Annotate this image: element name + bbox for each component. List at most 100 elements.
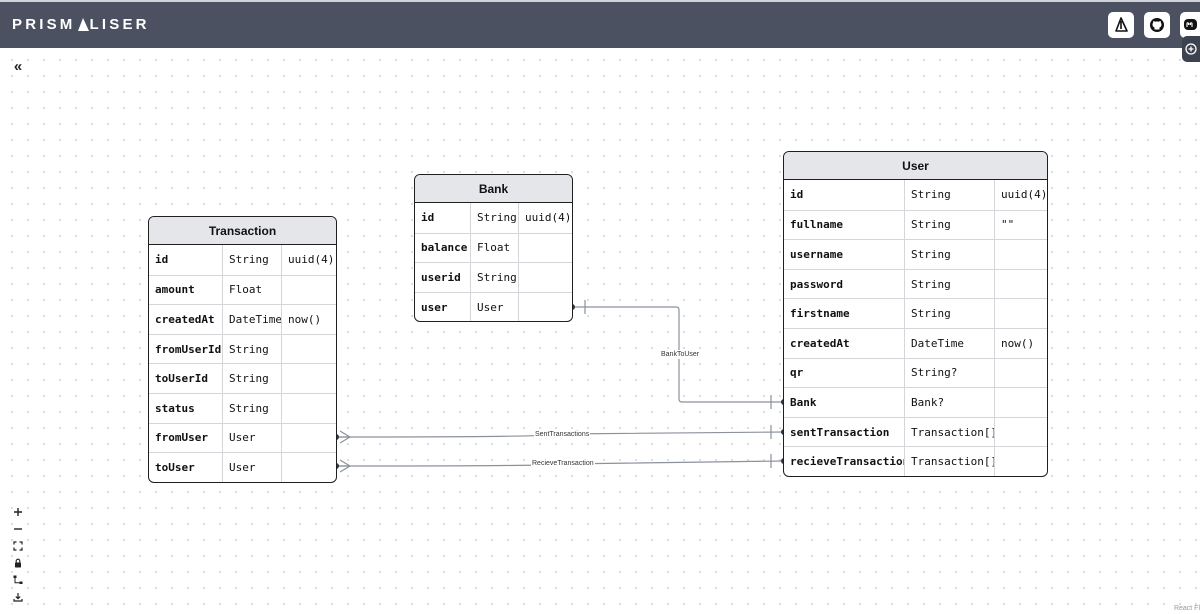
field-type: User [222, 423, 281, 453]
zoom-in-button[interactable] [9, 503, 27, 520]
field-default [281, 453, 336, 482]
field-default [994, 299, 1047, 328]
download-button[interactable] [9, 588, 27, 605]
mastodon-icon[interactable] [1180, 12, 1200, 38]
table-row[interactable]: user User [415, 291, 572, 322]
table-row[interactable]: amount Float [149, 274, 336, 305]
field-name: user [421, 300, 448, 314]
field-type: User [222, 453, 281, 482]
field-type: String [222, 334, 281, 364]
field-type: String? [904, 358, 994, 388]
field-default [281, 364, 336, 393]
field-name: balance [421, 241, 468, 255]
minus-icon [14, 527, 22, 530]
field-type: String [222, 364, 281, 393]
field-type: String [904, 299, 994, 328]
table-title: Bank [415, 175, 572, 203]
add-panel-button[interactable] [1182, 36, 1200, 62]
auto-layout-button[interactable] [9, 571, 27, 588]
field-type: Bank? [904, 388, 994, 417]
field-type: String [222, 393, 281, 423]
field-type: String [470, 203, 518, 233]
field-default [994, 358, 1047, 388]
react-flow-attribution[interactable]: React Fl [1173, 605, 1200, 612]
field-name: fullname [790, 218, 843, 232]
field-name: username [790, 247, 843, 261]
plus-circle-icon [1185, 43, 1197, 55]
field-name: sentTransaction [790, 425, 890, 439]
field-type: DateTime [222, 305, 281, 334]
edge-label-sent-transactions: SentTransactions [534, 430, 591, 439]
field-default [281, 393, 336, 423]
field-name: recieveTransaction [790, 455, 904, 469]
field-default: now() [281, 305, 336, 334]
field-type: String [222, 245, 281, 275]
github-icon[interactable] [1144, 12, 1170, 38]
field-type: Float [222, 275, 281, 305]
table-row[interactable]: toUser User [149, 452, 336, 482]
field-name: toUserId [155, 372, 208, 386]
app-logo[interactable]: PRISM LISER [12, 16, 150, 33]
fit-view-button[interactable] [9, 537, 27, 554]
field-default [994, 240, 1047, 269]
collapse-sidebar-button[interactable]: « [9, 57, 27, 75]
edge-label-bank-to-user: BankToUser [660, 350, 701, 359]
field-name: fromUserId [155, 342, 222, 356]
field-name: createdAt [155, 312, 215, 326]
lock-icon [15, 558, 21, 567]
field-name: amount [155, 283, 195, 297]
field-name: userid [421, 270, 461, 284]
table-row[interactable]: fromUser User [149, 422, 336, 453]
prisma-icon[interactable] [1108, 12, 1134, 38]
field-default: now() [994, 328, 1047, 358]
zoom-out-button[interactable] [9, 520, 27, 537]
field-name: createdAt [790, 336, 850, 350]
top-bar: PRISM LISER [0, 0, 1200, 48]
field-type: Float [470, 233, 518, 263]
field-name: qr [790, 366, 804, 380]
lock-button[interactable] [9, 554, 27, 571]
field-default [994, 388, 1047, 417]
field-name: id [790, 188, 804, 202]
table-title: User [784, 152, 1047, 180]
table-row[interactable]: toUserId String [149, 363, 336, 393]
field-default [518, 233, 572, 263]
edge-label-recieve-transaction: RecieveTransaction [531, 459, 595, 468]
header-links [1108, 12, 1200, 38]
field-default: "" [994, 210, 1047, 240]
field-type: User [470, 292, 518, 322]
field-default [994, 269, 1047, 299]
field-default [281, 275, 336, 305]
field-type: Transaction[] [904, 447, 994, 476]
table-title: Transaction [149, 217, 336, 245]
prisma-logo-icon [77, 17, 89, 31]
field-name: toUser [155, 460, 195, 474]
canvas-controls [9, 503, 27, 605]
field-name: id [155, 253, 169, 267]
plus-icon [14, 507, 22, 516]
table-row[interactable]: qr String? [784, 357, 1047, 388]
field-name: fromUser [155, 431, 208, 445]
